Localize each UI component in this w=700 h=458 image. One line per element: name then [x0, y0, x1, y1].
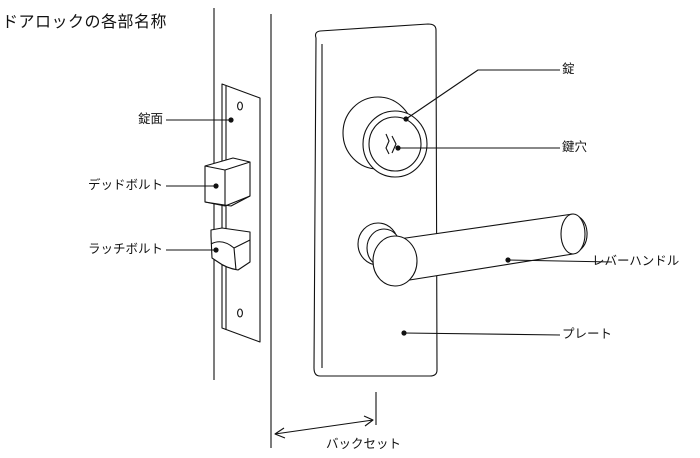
leader-cylinder [405, 69, 560, 120]
faceplate-screw-top [237, 101, 243, 111]
label-cylinder: 錠 [562, 61, 575, 76]
dot-plate [401, 330, 407, 336]
leader-lever [507, 259, 613, 263]
dot-deadbolt [213, 183, 219, 189]
page-title: ドアロックの各部名称 [2, 12, 168, 31]
dot-lever [505, 257, 511, 263]
dot-latchbolt [213, 247, 219, 253]
label-lever: レバーハンドル [592, 253, 680, 268]
label-keyhole: 鍵穴 [562, 139, 588, 154]
lever-handle [372, 213, 588, 287]
label-backset: バックセット [326, 436, 402, 451]
label-plate: プレート [562, 326, 613, 341]
backset-dimension [274, 392, 377, 439]
label-latchbolt: ラッチボルト [88, 241, 164, 256]
leader-plate [403, 332, 561, 336]
label-jomen: 錠面 [138, 111, 164, 126]
faceplate [221, 83, 261, 343]
faceplate-screw-bottom [237, 308, 243, 318]
latchbolt [210, 227, 251, 271]
dot-cylinder [403, 116, 409, 122]
dot-jomen [228, 117, 234, 123]
label-deadbolt: デッドボルト [88, 177, 164, 192]
escutcheon-plate [313, 23, 438, 377]
dot-keyhole [395, 145, 401, 151]
deadbolt [204, 157, 251, 207]
cylinder [342, 96, 428, 178]
